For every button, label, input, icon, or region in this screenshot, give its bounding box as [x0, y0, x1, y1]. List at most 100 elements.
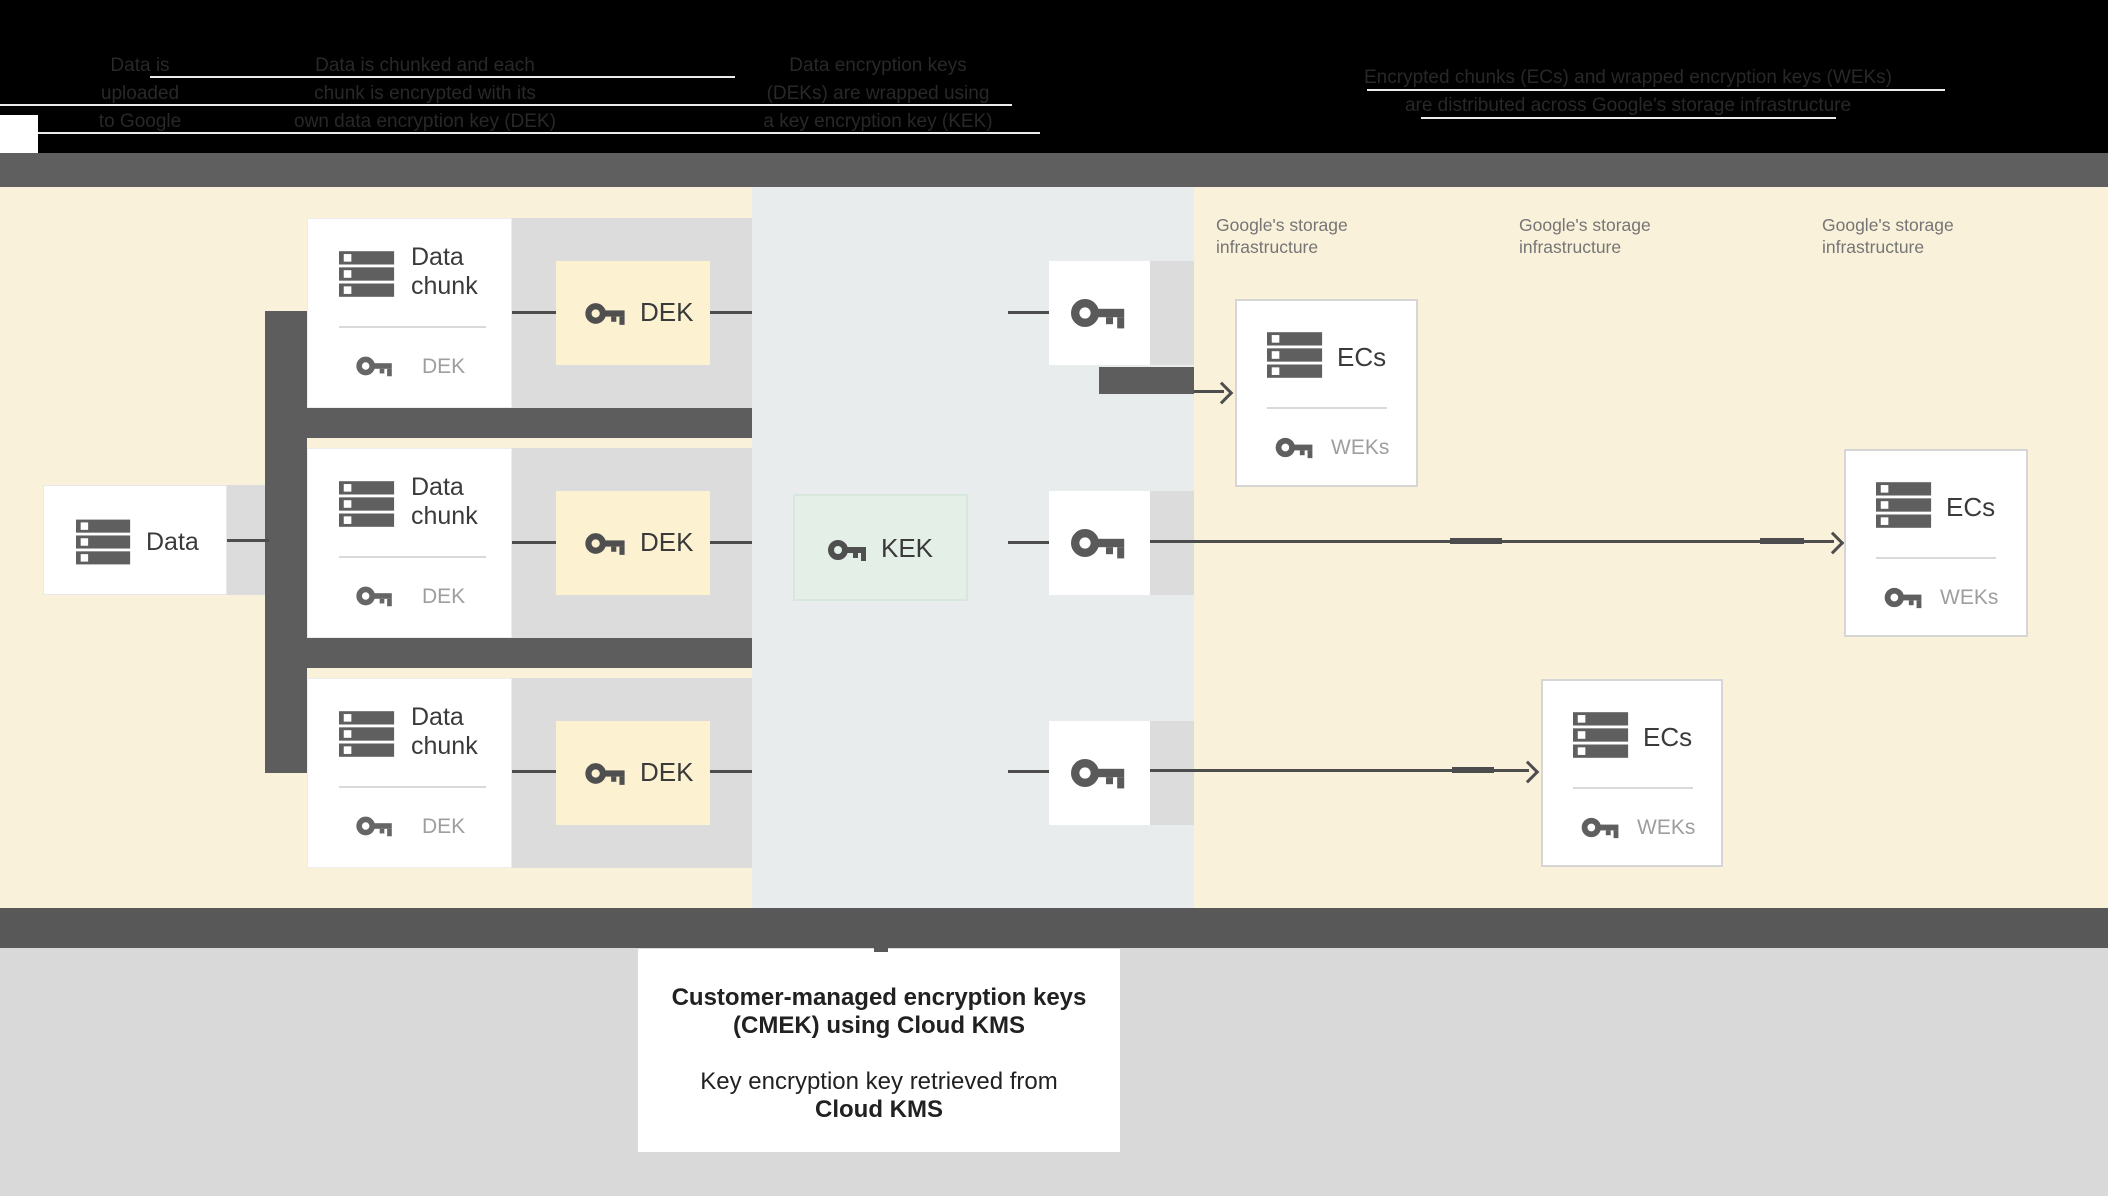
weks-label: WEKs	[1637, 816, 1696, 839]
ecs-title: ECs	[1643, 722, 1693, 752]
ecs-card-1: ECs WEKs	[1235, 299, 1418, 487]
data-chunk-card-3: Data chunk DEK	[307, 678, 512, 868]
header-notch	[0, 115, 38, 153]
chunk-trunk	[265, 311, 307, 773]
key-icon	[1071, 529, 1125, 559]
chunk-divider	[339, 786, 486, 788]
chunk-dek-label: DEK	[422, 815, 466, 838]
header-underline-row1	[150, 76, 735, 78]
header-underline-col4a	[1367, 89, 1945, 91]
top-gray-band	[0, 153, 2108, 187]
line-dek1-to-kms	[710, 311, 752, 314]
ecs-divider	[1573, 787, 1693, 789]
data-chunk-card-1: Data chunk DEK	[307, 218, 512, 408]
line-chunk3-to-dek3	[512, 770, 556, 773]
dek-key-icon	[356, 586, 392, 607]
data-box: Data	[43, 485, 227, 595]
key-strip-row1	[1150, 261, 1194, 365]
kek-box-label: KEK	[881, 533, 934, 563]
key-icon	[585, 763, 625, 785]
kms-key-box-1	[1049, 261, 1150, 365]
ecs-divider	[1876, 557, 1996, 559]
header-underline-row3	[0, 132, 1040, 134]
caption-line2: (CMEK) using Cloud KMS	[733, 1012, 1025, 1039]
key-icon	[828, 540, 866, 561]
line-data-to-trunk	[227, 539, 269, 542]
storage-label-1-line1: Google's storage	[1216, 215, 1348, 235]
header-underline-row2	[0, 104, 1012, 106]
arrow-row2-thick-b	[1760, 538, 1804, 544]
data-stack-icon	[76, 519, 131, 565]
header-step-3-line2: (DEKs) are wrapped using	[766, 83, 990, 104]
header-step-4-line1: Encrypted chunks (ECs) and wrapped encry…	[1364, 67, 1892, 88]
key-strip-row2	[1150, 491, 1194, 595]
line-kms-to-key1	[1008, 311, 1049, 314]
arrow-row3-thick	[1452, 767, 1494, 773]
arrow-row3-line	[1150, 769, 1529, 772]
key-icon	[1071, 759, 1125, 789]
wrapped-key-bar-row1	[1099, 367, 1194, 394]
header-step-1: Data is uploaded to Google	[15, 52, 265, 136]
ecs-stack-icon	[1573, 712, 1629, 758]
dek-box-label: DEK	[640, 757, 694, 787]
chunk-title-line2: chunk	[411, 502, 478, 530]
storage-label-3-line1: Google's storage	[1822, 215, 1954, 235]
storage-label-2-line2: infrastructure	[1519, 237, 1622, 257]
ecs-stack-icon	[1876, 482, 1932, 528]
storage-label-1: Google's storage infrastructure	[1216, 214, 1348, 258]
line-dek2-to-kms	[710, 541, 752, 544]
kek-box: KEK	[793, 494, 968, 601]
chunk-title-line1: Data	[411, 703, 464, 731]
storage-label-2-line1: Google's storage	[1519, 215, 1651, 235]
weks-label: WEKs	[1940, 586, 1999, 609]
caption-line3: Key encryption key retrieved from	[700, 1068, 1058, 1095]
header-step-1-line2: uploaded	[100, 83, 180, 104]
dek-box-1: DEK	[556, 261, 710, 365]
header-step-3-line1: Data encryption keys	[789, 55, 967, 76]
chunk-title-line1: Data	[411, 243, 464, 271]
chunk-title-line2: chunk	[411, 272, 478, 300]
dek-key-icon	[356, 356, 392, 377]
bottom-gray-band	[0, 908, 2108, 948]
storage-label-3: Google's storage infrastructure	[1822, 214, 1954, 258]
chunk-dek-label: DEK	[422, 585, 466, 608]
key-icon	[1071, 299, 1125, 329]
header-step-2: Data is chunked and each chunk is encryp…	[285, 52, 565, 136]
dek-key-icon	[356, 816, 392, 837]
weks-key-icon	[1884, 587, 1922, 609]
header-step-3: Data encryption keys (DEKs) are wrapped …	[723, 52, 1033, 136]
caption-box: Customer-managed encryption keys (CMEK) …	[638, 949, 1120, 1152]
chunk-title: Data chunk	[411, 243, 478, 301]
inter-row-band-2	[265, 638, 752, 668]
header-step-2-line2: chunk is encrypted with its	[314, 83, 536, 104]
caption-line1: Customer-managed encryption keys	[671, 984, 1087, 1011]
header-step-2-line1: Data is chunked and each	[315, 55, 535, 76]
storage-label-3-line2: infrastructure	[1822, 237, 1925, 257]
ecs-card-3: ECs WEKs	[1541, 679, 1723, 867]
arrow-row1-line	[1194, 390, 1224, 393]
arrow-row2-thick-a	[1450, 538, 1502, 544]
line-dek3-to-kms	[710, 770, 752, 773]
header-step-4-line2: are distributed across Google's storage …	[1404, 95, 1852, 116]
storage-label-1-line2: infrastructure	[1216, 237, 1319, 257]
header-underline-col4b	[1421, 117, 1836, 119]
chunk-dek-label: DEK	[422, 355, 466, 378]
caption-notch	[874, 942, 888, 952]
chunk-title-line2: chunk	[411, 732, 478, 760]
chunk-title: Data chunk	[411, 703, 478, 761]
chunk-title: Data chunk	[411, 473, 478, 531]
weks-label: WEKs	[1331, 436, 1390, 459]
chunk-stack-icon	[339, 481, 395, 527]
kms-key-box-3	[1049, 721, 1150, 825]
line-kek-to-key2	[1008, 541, 1049, 544]
inter-row-band-1	[265, 408, 752, 438]
chunk-stack-icon	[339, 251, 395, 297]
key-strip-row3	[1150, 721, 1194, 825]
header-step-4: Encrypted chunks (ECs) and wrapped encry…	[1288, 64, 1968, 120]
header-step-2-line3: own data encryption key (DEK)	[294, 111, 556, 132]
dek-box-3: DEK	[556, 721, 710, 825]
ecs-card-2: ECs WEKs	[1844, 449, 2028, 637]
line-chunk1-to-dek1	[512, 311, 556, 314]
key-icon	[585, 303, 625, 325]
